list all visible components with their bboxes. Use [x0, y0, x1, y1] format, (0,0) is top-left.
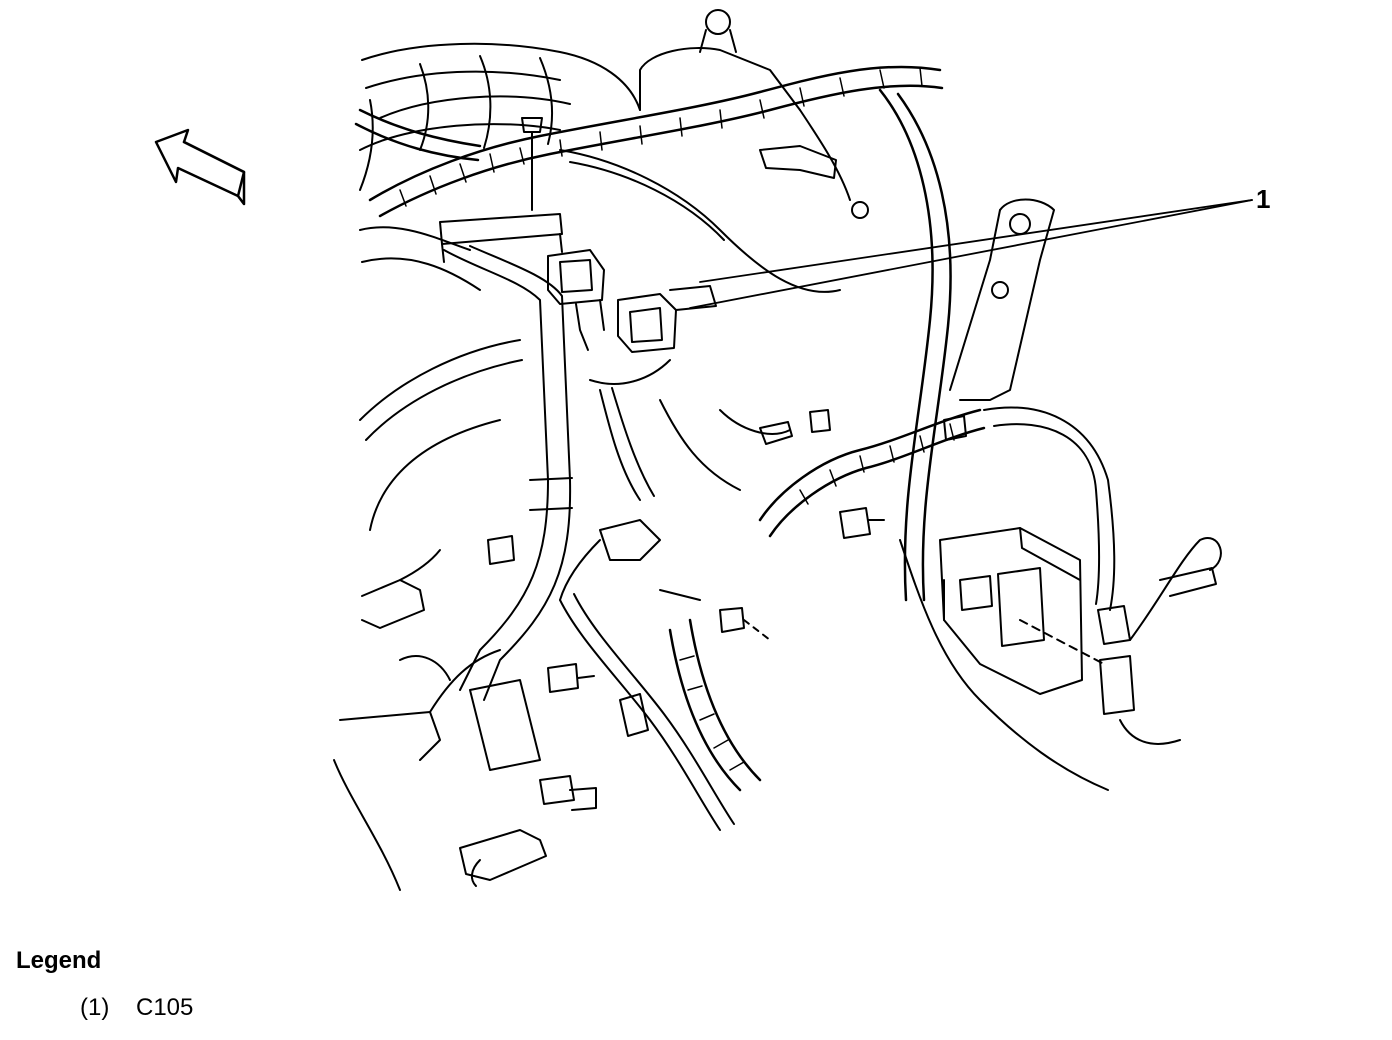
legend-title: Legend [16, 947, 102, 974]
callout-1-label: 1 [1256, 184, 1270, 214]
upper-bracket [639, 9, 869, 219]
lower-harness [668, 408, 986, 792]
main-wiring-harness [354, 65, 952, 602]
legend-item-label: C105 [136, 994, 194, 1021]
front-direction-arrow-icon [154, 128, 246, 206]
callout-1-leader-lines [689, 199, 1253, 309]
intake-manifold [359, 42, 641, 291]
center-wiring [359, 149, 841, 531]
bolt-fasteners [487, 409, 967, 811]
engine-block-outline [333, 649, 541, 891]
connector-c105 [547, 249, 717, 353]
legend-item: (1) C105 [80, 992, 616, 1024]
harness-bracket [439, 213, 563, 263]
right-bracket-plate [899, 198, 1109, 791]
harness-bolt [521, 117, 543, 211]
coolant-tube [443, 245, 573, 701]
hose-fitting [361, 549, 547, 887]
brake-lines [559, 519, 735, 831]
sensor-lead [983, 406, 1222, 745]
legend: Legend (1) C105 [16, 944, 616, 1024]
electronic-module [939, 527, 1083, 695]
legend-item-number: (1) [80, 994, 110, 1021]
engine-harness-illustration: 1 [154, 9, 1270, 891]
